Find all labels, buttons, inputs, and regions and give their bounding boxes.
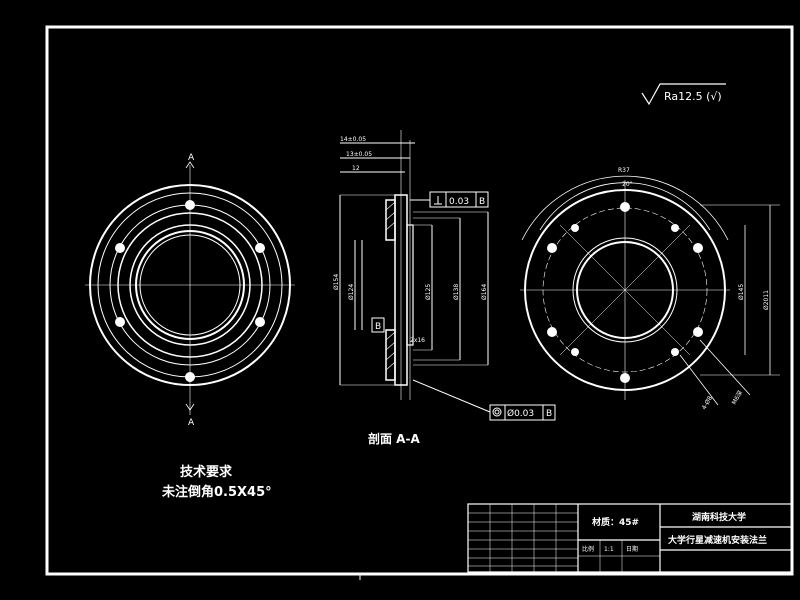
scale-value: 1:1 <box>604 546 614 553</box>
datum-b: B <box>375 322 381 332</box>
flatness-value: 0.03 <box>449 197 469 207</box>
roughness-note: Ra12.5 (√) <box>664 90 722 103</box>
flatness-datum: B <box>479 197 485 207</box>
part-name: 大学行星减速机安装法兰 <box>668 534 767 546</box>
tech-req-line: 未注倒角0.5X45° <box>161 484 272 500</box>
dim-d125: Ø125 <box>425 284 432 300</box>
coaxiality-value: Ø0.03 <box>507 408 534 419</box>
tech-requirements: 技术要求 未注倒角0.5X45° <box>161 464 272 500</box>
dim-d145: Ø145 <box>738 284 745 300</box>
dim-13: 13±0.05 <box>346 151 372 158</box>
title-block: 材质：45# 湖南科技大学 大学行星减速机安装法兰 比例 1:1 日期 <box>467 503 793 573</box>
bolt-pattern-view: Ø2011 Ø145 R37 20° 4-Ø8 M6深 <box>520 167 780 411</box>
section-mark-bottom: A <box>188 418 195 428</box>
roughness-symbol: Ra12.5 (√) <box>641 83 726 106</box>
chamfer-label: 2x16 <box>410 337 425 344</box>
section-mark-top: A <box>188 153 195 163</box>
scale-label: 比例 <box>582 545 594 553</box>
dim-12: 12 <box>352 165 360 172</box>
front-view: A A <box>85 153 295 428</box>
tech-req-title: 技术要求 <box>180 464 233 480</box>
dim-d2011: Ø2011 <box>763 290 770 310</box>
coaxiality-datum: B <box>546 409 552 419</box>
section-view: 14±0.05 13±0.05 12 <box>333 130 556 446</box>
date-label: 日期 <box>626 545 638 553</box>
dim-r37: R37 <box>618 167 630 174</box>
dim-d164: Ø164 <box>481 284 488 300</box>
dim-d154: Ø154 <box>333 274 340 290</box>
dim-angle: 20° <box>622 181 633 188</box>
dim-thread: M6深 <box>730 389 744 406</box>
dim-d138: Ø138 <box>453 284 460 300</box>
drawing-frame <box>45 25 794 580</box>
section-label: 剖面 A-A <box>368 431 420 446</box>
material-label: 材质：45# <box>591 516 639 528</box>
dim-14: 14±0.05 <box>340 136 366 143</box>
school-name: 湖南科技大学 <box>692 511 746 523</box>
dim-d124: Ø124 <box>348 284 355 300</box>
